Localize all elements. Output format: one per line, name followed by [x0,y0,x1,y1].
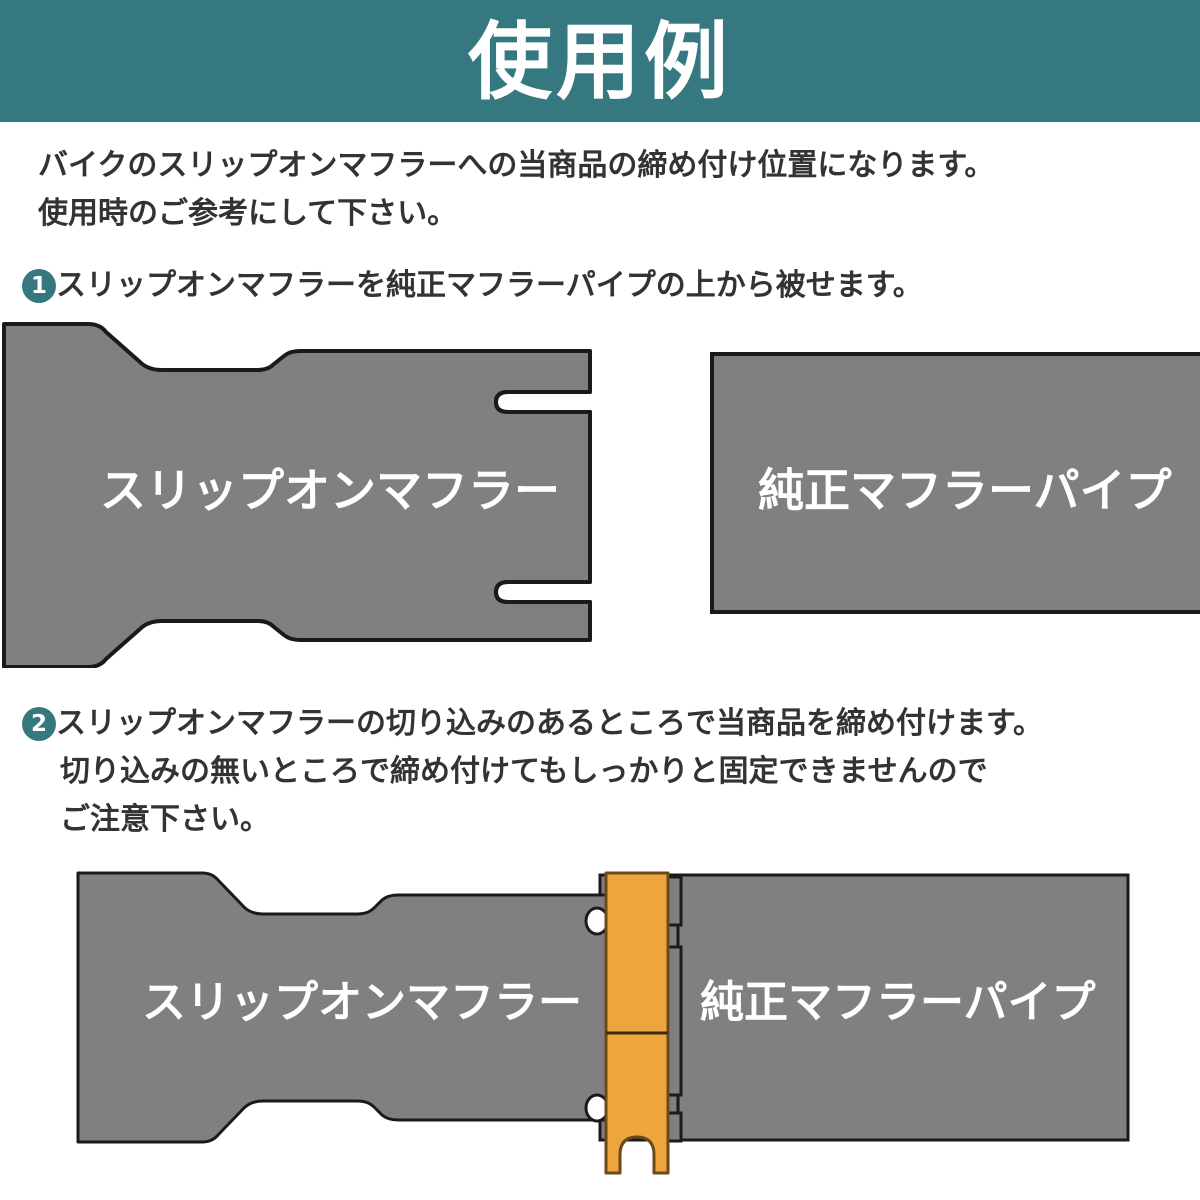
header-banner: 使用例 [0,0,1200,122]
muffler-slot-upper-1 [493,390,592,414]
pipe-label-2: 純正マフラーパイプ [700,977,1096,1028]
step-2-first-line: 2 スリップオンマフラーの切り込みのあるところで当商品を締め付けます。 [22,700,1172,748]
page-title: 使用例 [467,13,732,111]
stock-pipe-shape-2 [598,873,1130,1142]
muffler-slot-lower-1 [493,580,592,604]
step-1-first-line: 1 スリップオンマフラーを純正マフラーパイプの上から被せます。 [22,262,1172,310]
step-1-block: 1 スリップオンマフラーを純正マフラーパイプの上から被せます。 [22,262,1172,310]
step-2-text-line-1: スリップオンマフラーの切り込みのあるところで当商品を締め付けます。 [56,706,1043,741]
muffler-label-1: スリップオンマフラー [100,464,560,518]
intro-line-1: バイクのスリップオンマフラーへの当商品の締め付け位置になります。 [38,148,995,183]
pipe-label-1: 純正マフラーパイプ [758,464,1172,518]
clamp-band [604,871,670,1175]
diagram-step-2: スリップオンマフラー 純正マフラーパイプ [0,855,1200,1200]
step-2-text-line-3: ご注意下さい。 [60,802,270,837]
intro-line-2: 使用時のご参考にして下さい。 [38,196,458,231]
step-2-number-badge: 2 [22,707,56,741]
diagram-step-1: スリップオンマフラー 純正マフラーパイプ [0,318,1200,668]
step-2-block: 2 スリップオンマフラーの切り込みのあるところで当商品を締め付けます。 切り込み… [22,700,1172,844]
muffler-label-2: スリップオンマフラー [142,977,582,1028]
step-2-text-line-2: 切り込みの無いところで締め付けてもしっかりと固定できませんので [60,754,988,789]
stock-pipe-shape-1 [710,352,1200,614]
step-1-number-badge: 1 [22,269,56,303]
intro-text-block: バイクのスリップオンマフラーへの当商品の締め付け位置になります。 使用時のご参考… [38,142,1158,238]
step-1-text-line-1: スリップオンマフラーを純正マフラーパイプの上から被せます。 [56,268,923,303]
